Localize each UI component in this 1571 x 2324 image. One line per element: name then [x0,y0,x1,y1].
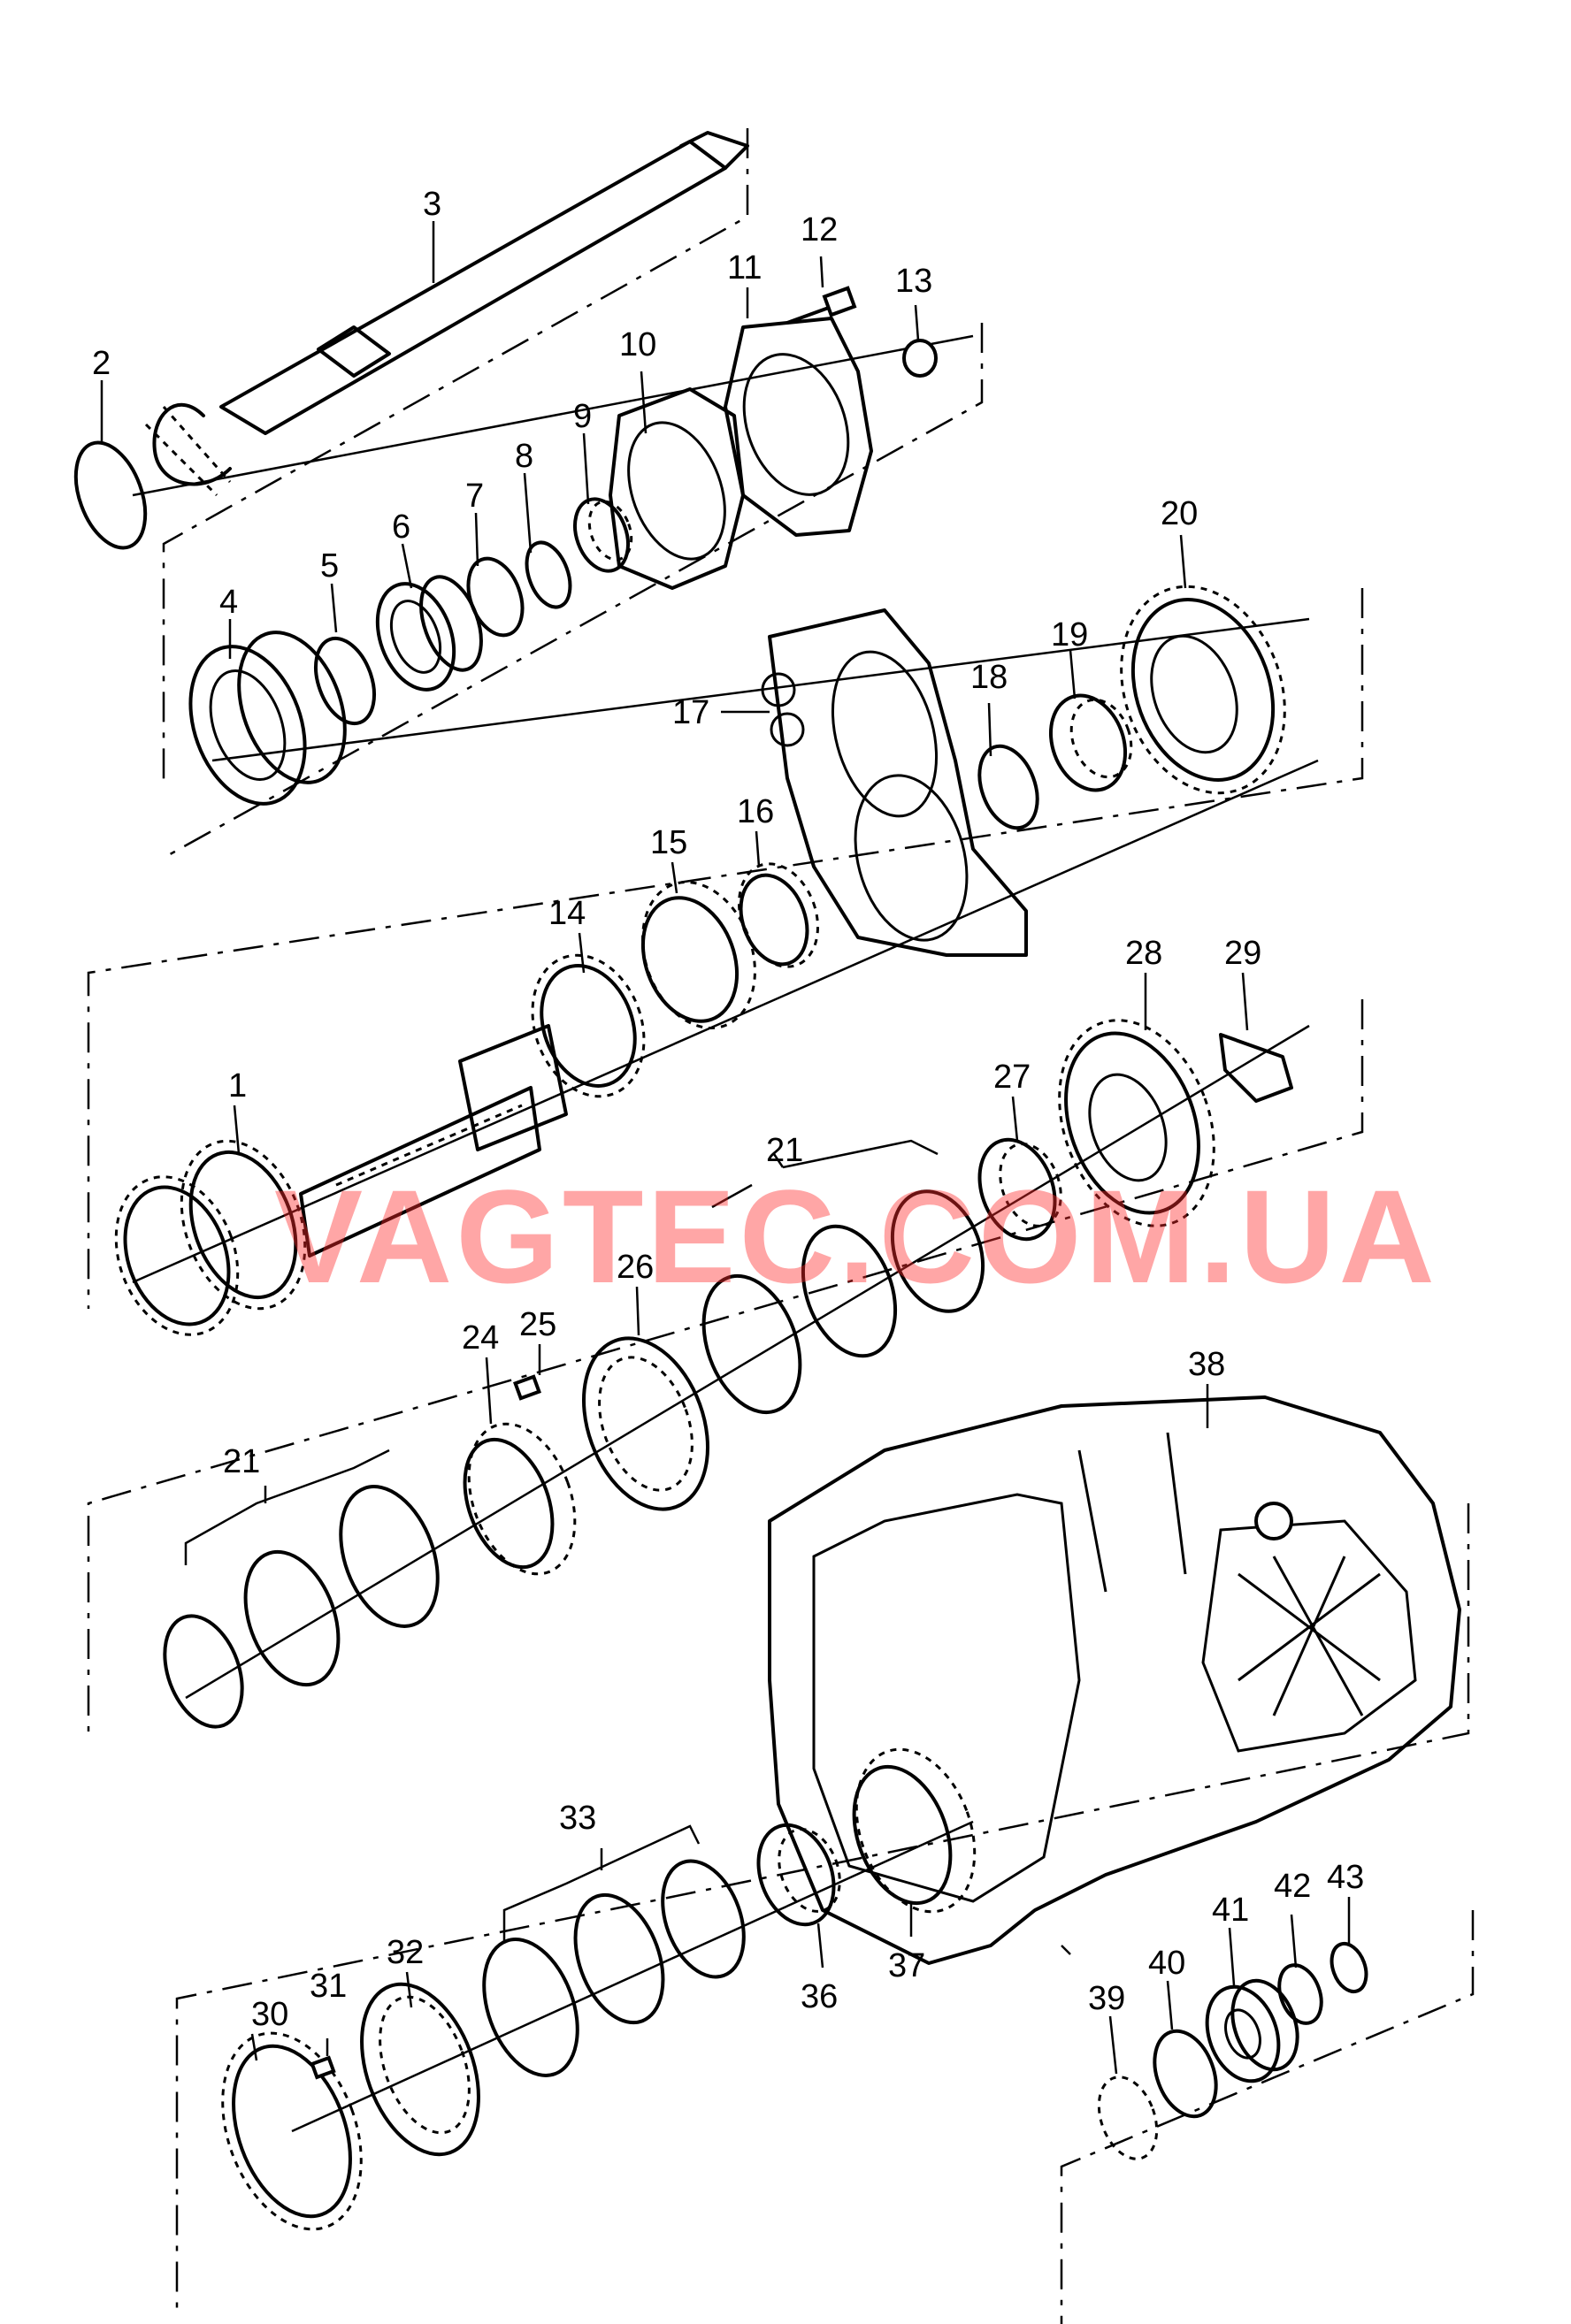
callout-10: 10 [619,326,656,363]
synchro-hub-24 [463,1422,577,1576]
sliding-sleeve-26 [581,1336,710,1511]
shim-5 [314,636,376,726]
gasket-10 [609,387,745,590]
output-flange-37 [852,1747,977,1914]
watermark-text: VAGTEC.COM.UA [274,1162,1438,1311]
ring-40 [1153,2029,1218,2119]
callout-42: 42 [1274,1868,1311,1905]
callout-labels: 3 2 4 5 6 7 8 9 10 11 12 13 17 18 19 20 … [92,186,1364,2033]
gear-15 [640,881,756,1029]
gear-30 [221,2031,363,2231]
callout-21-lower: 21 [223,1443,260,1480]
callout-20: 20 [1161,495,1198,532]
callout-12: 12 [801,211,838,248]
pinion-shaft [144,131,749,497]
lock-plate-29 [1219,1033,1293,1103]
nut-13 [902,339,938,378]
sliding-sleeve-32 [360,1982,480,2157]
callout-9: 9 [573,398,592,435]
needle-bearing-19 [1048,693,1133,792]
callout-32: 32 [387,1934,424,1971]
callout-43: 43 [1327,1859,1364,1896]
circlip-39 [1097,2076,1159,2160]
gear-20 [1120,585,1286,795]
callout-11: 11 [727,249,762,287]
callout-1: 1 [228,1067,247,1105]
callout-15: 15 [650,824,687,861]
bearing-41 [1205,1978,1299,2083]
ring-2 [73,440,148,550]
circlip-8 [525,540,572,609]
callout-19: 19 [1051,616,1088,654]
callout-6: 6 [392,508,410,546]
callout-31: 31 [310,1968,347,2005]
synchro-ring-21-upper [701,1189,985,1415]
shaft-axes [132,334,1319,2133]
bearing-16 [738,862,819,968]
cover-plate-11 [724,317,873,537]
synchro-set-33 [482,1859,746,2077]
bolt-12 [786,286,857,325]
bearing-race-6 [375,575,483,692]
callout-4: 4 [219,584,238,621]
needle-bearing-36 [756,1823,841,1927]
callout-40: 40 [1148,1945,1185,1982]
callout-7: 7 [465,478,484,515]
callout-2: 2 [92,345,111,382]
callout-27: 27 [993,1059,1031,1096]
callout-14: 14 [548,895,586,932]
key-25 [513,1374,541,1401]
callout-39: 39 [1088,1980,1125,2017]
leader-lines [100,221,1351,2075]
callout-16: 16 [737,793,774,830]
callout-21-upper: 21 [766,1132,803,1169]
shim-18 [977,744,1039,830]
ring-7 [466,556,525,638]
callout-5: 5 [320,547,339,585]
callout-33: 33 [559,1800,596,1837]
callout-18: 18 [970,659,1008,696]
shim-42 [1277,1963,1323,2025]
main-shaft-1 [114,1024,568,1336]
callout-36: 36 [801,1978,838,2015]
group-frames [87,128,1475,2324]
gearbox-housing-38 [768,1395,1461,1965]
intermediate-plate-17 [761,608,1028,957]
callout-30: 30 [251,1996,288,2033]
callout-38: 38 [1188,1346,1225,1383]
bearing-4 [188,631,347,806]
callout-29: 29 [1224,935,1261,972]
gear-28 [1058,1019,1215,1227]
synchro-set-21-lower [163,1485,440,1729]
key-31 [310,2055,336,2080]
callout-25: 25 [519,1306,556,1343]
needle-bearing-27 [977,1137,1062,1242]
callout-13: 13 [895,263,932,300]
callout-37: 37 [888,1947,925,1984]
callout-3: 3 [423,186,441,223]
needle-bearing-9 [573,497,633,573]
circlip-43 [1330,1941,1368,1994]
callout-41: 41 [1212,1892,1249,1929]
callout-17: 17 [672,694,709,731]
callout-26: 26 [617,1249,654,1286]
callout-28: 28 [1125,935,1162,972]
gear-14 [531,953,646,1098]
callout-8: 8 [515,438,533,475]
callout-24: 24 [462,1319,499,1357]
